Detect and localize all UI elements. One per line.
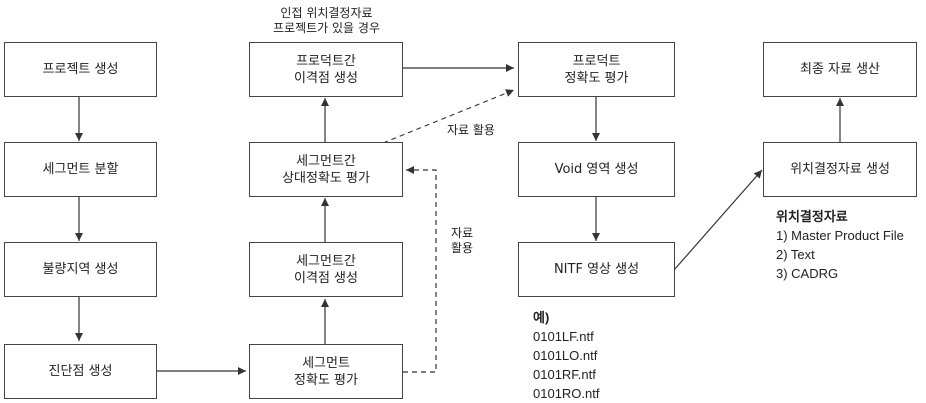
box-project-create: 프로젝트 생성 xyxy=(4,42,157,97)
box-label-line-1: 세그먼트간 xyxy=(296,253,356,269)
box-diag-point: 진단점 생성 xyxy=(4,344,157,399)
box-bad-area: 불량지역 생성 xyxy=(4,242,157,297)
dashed-arrow-segacc-to-segrel xyxy=(403,166,437,373)
positioning-data-item: 2) Text xyxy=(776,247,815,262)
box-segment-accuracy: 세그먼트 정확도 평가 xyxy=(249,344,403,399)
box-label-line-1: 세그먼트간 xyxy=(296,153,356,169)
positioning-data-title: 위치결정자료 xyxy=(776,209,848,224)
example-file: 0101RF.ntf xyxy=(533,367,596,382)
box-label: 프로젝트 생성 xyxy=(42,62,119,77)
example-file: 0101LO.ntf xyxy=(533,348,598,363)
box-label: NITF 영상 생성 xyxy=(553,262,640,277)
box-label: Void 영역 생성 xyxy=(554,162,639,177)
box-positioning-data: 위치결정자료 생성 xyxy=(763,142,917,197)
box-label: 불량지역 생성 xyxy=(42,262,119,277)
arrow-nitf-to-posdata xyxy=(673,169,763,271)
data-use-line-2: 활용 xyxy=(450,241,474,255)
box-inter-product-gap: 프로덕트간 이격점 생성 xyxy=(249,42,403,97)
box-label: 세그먼트 분할 xyxy=(42,162,119,177)
box-nitf-image: NITF 영상 생성 xyxy=(518,242,675,297)
data-use-label-vertical: 자료 활용 xyxy=(447,226,477,256)
box-label: 진단점 생성 xyxy=(48,364,113,379)
positioning-data-list: 위치결정자료 1) Master Product File 2) Text 3)… xyxy=(776,207,904,283)
box-label-line-2: 정확도 평가 xyxy=(564,70,629,86)
example-file: 0101RO.ntf xyxy=(533,386,600,401)
box-product-accuracy: 프로덕트 정확도 평가 xyxy=(518,42,675,97)
note-line-1: 인접 위치결정자료 xyxy=(280,6,373,20)
example-title: 예) xyxy=(533,310,550,325)
box-label-line-2: 정확도 평가 xyxy=(294,372,358,388)
box-label: 최종 자료 생산 xyxy=(799,62,881,77)
example-file: 0101LF.ntf xyxy=(533,329,594,344)
box-label-line-1: 프로덕트 xyxy=(572,53,621,69)
box-segment-gap: 세그먼트간 이격점 생성 xyxy=(249,242,403,297)
box-void-area: Void 영역 생성 xyxy=(518,142,675,197)
adjacent-project-note: 인접 위치결정자료 프로젝트가 있을 경우 xyxy=(250,6,403,36)
box-label-line-1: 세그먼트 xyxy=(302,355,350,371)
example-file-list: 예) 0101LF.ntf 0101LO.ntf 0101RF.ntf 0101… xyxy=(533,308,600,403)
data-use-line-1: 자료 xyxy=(450,226,474,240)
box-label-line-1: 프로덕트간 xyxy=(296,53,356,69)
box-segment-split: 세그먼트 분할 xyxy=(4,142,157,197)
box-segment-relative-accuracy: 세그먼트간 상대정확도 평가 xyxy=(249,142,403,197)
box-label-line-2: 상대정확도 평가 xyxy=(282,170,370,186)
box-label-line-2: 이격점 생성 xyxy=(294,70,358,86)
positioning-data-item: 1) Master Product File xyxy=(776,228,904,243)
data-use-label-diagonal: 자료 활용 xyxy=(447,123,495,137)
box-final-data: 최종 자료 생산 xyxy=(763,42,917,97)
note-line-2: 프로젝트가 있을 경우 xyxy=(273,21,380,35)
box-label-line-2: 이격점 생성 xyxy=(294,270,358,286)
dashed-arrow-segrel-to-prodacc xyxy=(382,89,515,144)
positioning-data-item: 3) CADRG xyxy=(776,266,839,281)
box-label: 위치결정자료 생성 xyxy=(790,162,890,177)
